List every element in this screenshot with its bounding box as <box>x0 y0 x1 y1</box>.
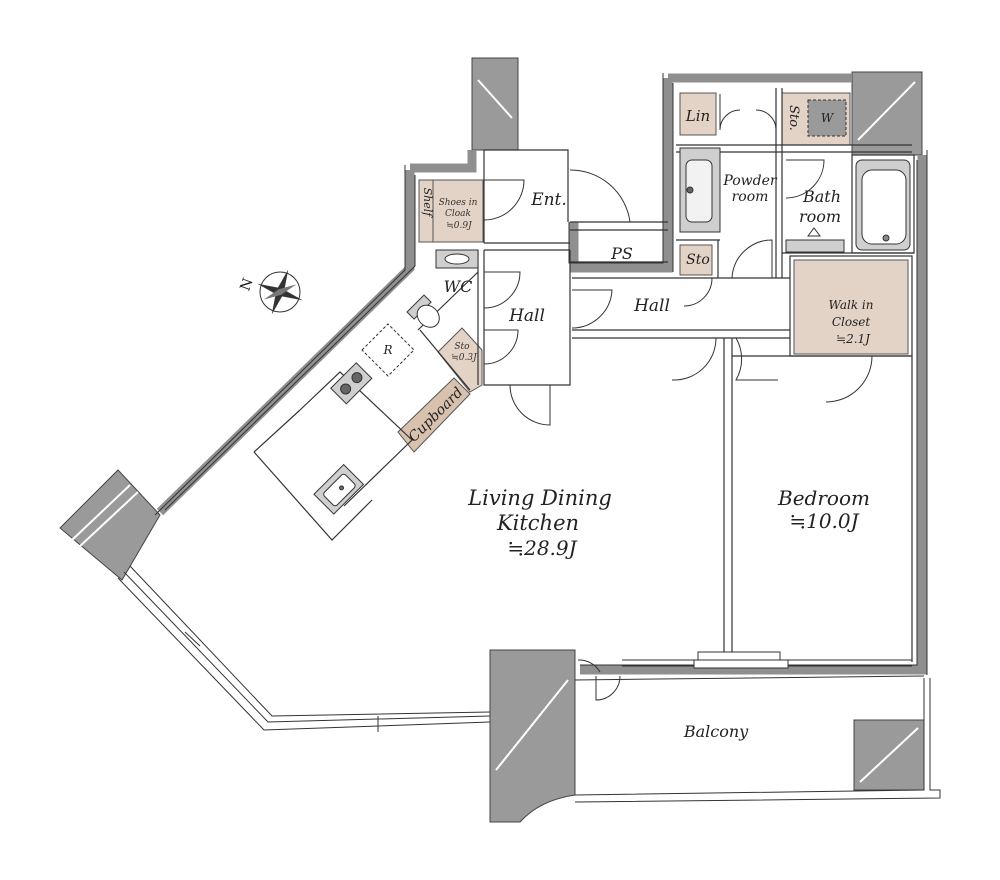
cupboard-label: Cupboard <box>406 385 467 446</box>
shoes-cloak-area: ≒0.9J <box>446 221 473 231</box>
compass-rose <box>257 269 303 315</box>
compass-north-label: N <box>237 276 256 293</box>
storage-mid-label: Sto <box>686 252 710 268</box>
balcony-label: Balcony <box>683 722 749 741</box>
shelf-label: Shelf <box>421 188 434 219</box>
linen-label: Lin <box>685 107 710 125</box>
wic-area: ≒2.1J <box>836 332 871 346</box>
exterior-walls <box>156 73 927 675</box>
sto-small-label-line1: Sto <box>454 342 470 352</box>
fridge-label: R <box>382 343 392 357</box>
storage-top-label: Sto. <box>786 105 801 131</box>
ldk-area: ≒28.9J <box>507 536 577 560</box>
powder-room-label-line2: room <box>732 189 769 205</box>
window-walls <box>117 565 491 732</box>
bedroom-area: ≒10.0J <box>789 509 859 533</box>
bathroom-label-line1: Bath <box>802 187 841 206</box>
doors <box>483 94 873 701</box>
bathroom-label-line2: room <box>799 207 841 226</box>
wc-label: WC <box>444 277 473 296</box>
bedroom-window <box>622 651 912 669</box>
sto-small-area: ≒0.3J <box>451 353 478 363</box>
powder-room-label-line1: Powder <box>722 173 778 189</box>
bedroom-label: Bedroom <box>777 486 870 510</box>
interior-walls <box>253 88 915 662</box>
ldk-label-line2: Kitchen <box>496 511 579 535</box>
structural-columns <box>59 57 925 823</box>
balcony-outline <box>574 675 941 803</box>
ps-label: PS <box>610 244 633 263</box>
shoes-cloak-label-line1: Shoes in <box>439 198 478 208</box>
ldk-label-line1: Living Dining <box>467 486 612 510</box>
wic-label-line1: Walk in <box>829 298 874 312</box>
hall-left-label: Hall <box>508 306 545 326</box>
entrance-label: Ent. <box>530 190 567 210</box>
hall-right-label: Hall <box>633 296 670 316</box>
wall-outlines <box>154 73 928 675</box>
shoes-cloak-label-line2: Cloak <box>445 209 471 219</box>
fixtures <box>313 147 911 515</box>
washer-label: W <box>821 111 835 125</box>
wic-label-line2: Closet <box>832 315 871 329</box>
washer <box>807 99 847 137</box>
